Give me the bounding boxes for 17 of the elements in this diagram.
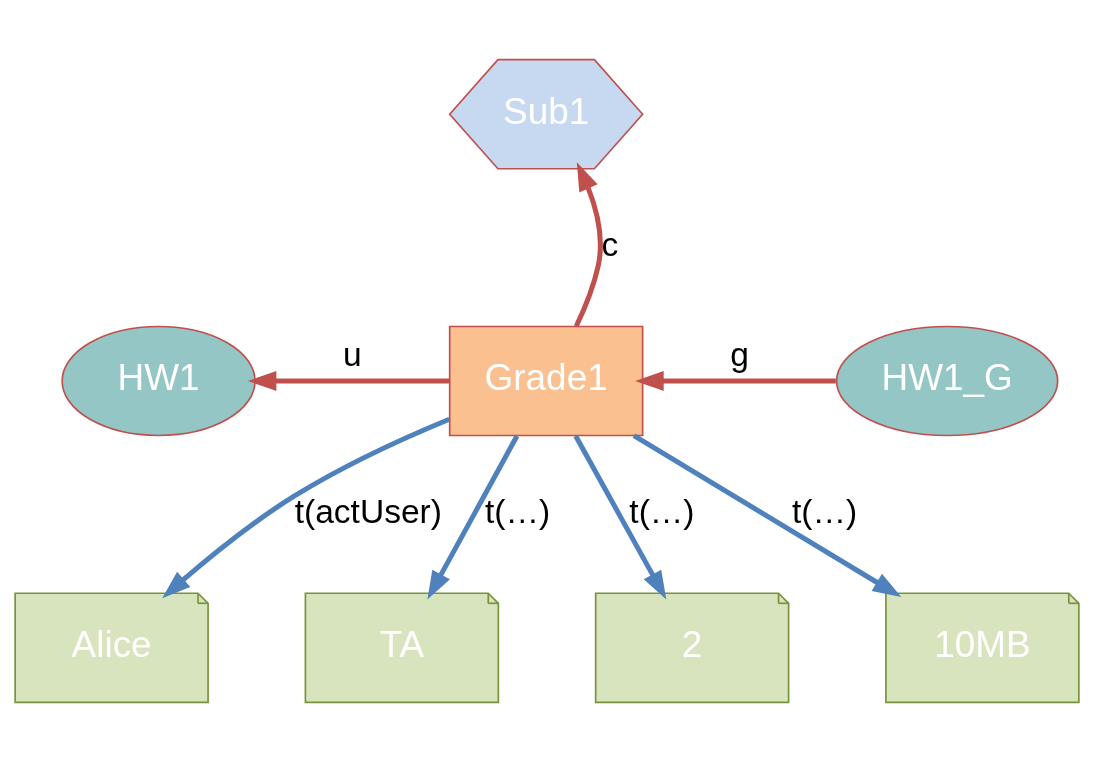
node-ellipse: HW1 xyxy=(61,325,256,436)
arrow xyxy=(573,434,667,600)
arrow xyxy=(635,370,836,391)
edge-label: t(…) xyxy=(485,492,551,530)
arrow xyxy=(573,161,603,327)
arrow xyxy=(632,433,902,597)
arrow xyxy=(427,434,520,600)
edge-label: u xyxy=(343,335,362,373)
edge-label: t(…) xyxy=(792,492,858,530)
edge-label: t(actUser) xyxy=(294,492,442,530)
node-ellipse: HW1_G xyxy=(835,325,1059,436)
edge-label: c xyxy=(601,225,619,263)
arrow xyxy=(162,416,451,598)
node-box: Grade1 xyxy=(448,325,644,436)
arrow xyxy=(247,370,450,391)
edge-label: t(…) xyxy=(629,492,695,530)
edge-label: g xyxy=(730,335,749,373)
